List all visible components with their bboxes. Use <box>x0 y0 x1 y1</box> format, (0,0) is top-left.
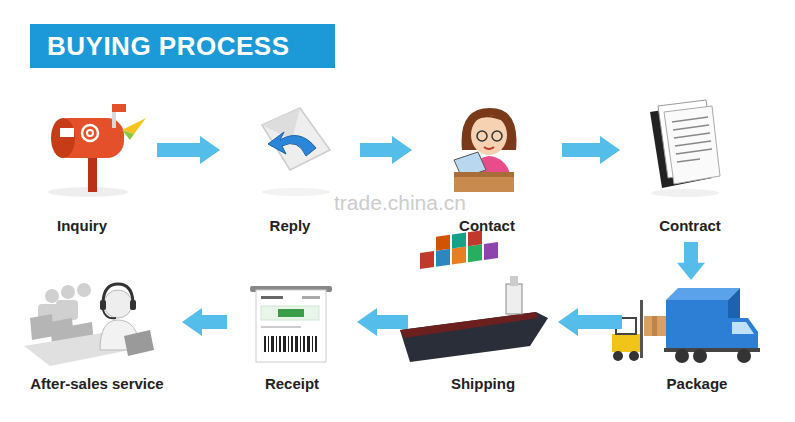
flow-arrow <box>558 308 622 336</box>
step-label: Contact <box>412 217 562 234</box>
ship-icon <box>400 230 548 362</box>
woman-icon <box>454 108 516 192</box>
process-step: Inquiry <box>7 92 157 242</box>
process-step: Shipping <box>408 280 558 400</box>
flow-arrow <box>360 136 412 164</box>
mailbox-icon <box>48 104 146 197</box>
step-label: Package <box>622 375 772 392</box>
process-step: Package <box>622 280 772 400</box>
flow-arrow <box>677 242 705 280</box>
document-icon <box>650 100 720 197</box>
step-label: Receipt <box>227 375 357 392</box>
flow-arrow <box>357 308 408 336</box>
title-banner: BUYING PROCESS <box>30 24 335 68</box>
process-step: Receipt <box>227 280 357 400</box>
flow-arrow <box>157 136 220 164</box>
flow-arrow <box>182 308 227 336</box>
watermark: trade.china.cn <box>300 191 500 215</box>
step-label: Reply <box>220 217 360 234</box>
truck-icon <box>612 288 760 363</box>
step-label: Shipping <box>408 375 558 392</box>
flow-arrow <box>562 136 620 164</box>
process-step: Contract <box>620 92 760 242</box>
process-step: Reply <box>220 92 360 242</box>
step-label: Contract <box>620 217 760 234</box>
step-label: Inquiry <box>7 217 157 234</box>
process-step: Contact <box>412 92 562 242</box>
receipt-icon <box>250 286 332 362</box>
call-center-icon <box>24 283 154 366</box>
envelope-icon <box>262 108 330 196</box>
process-step: After-sales service <box>12 280 182 400</box>
step-label: After-sales service <box>12 375 182 392</box>
